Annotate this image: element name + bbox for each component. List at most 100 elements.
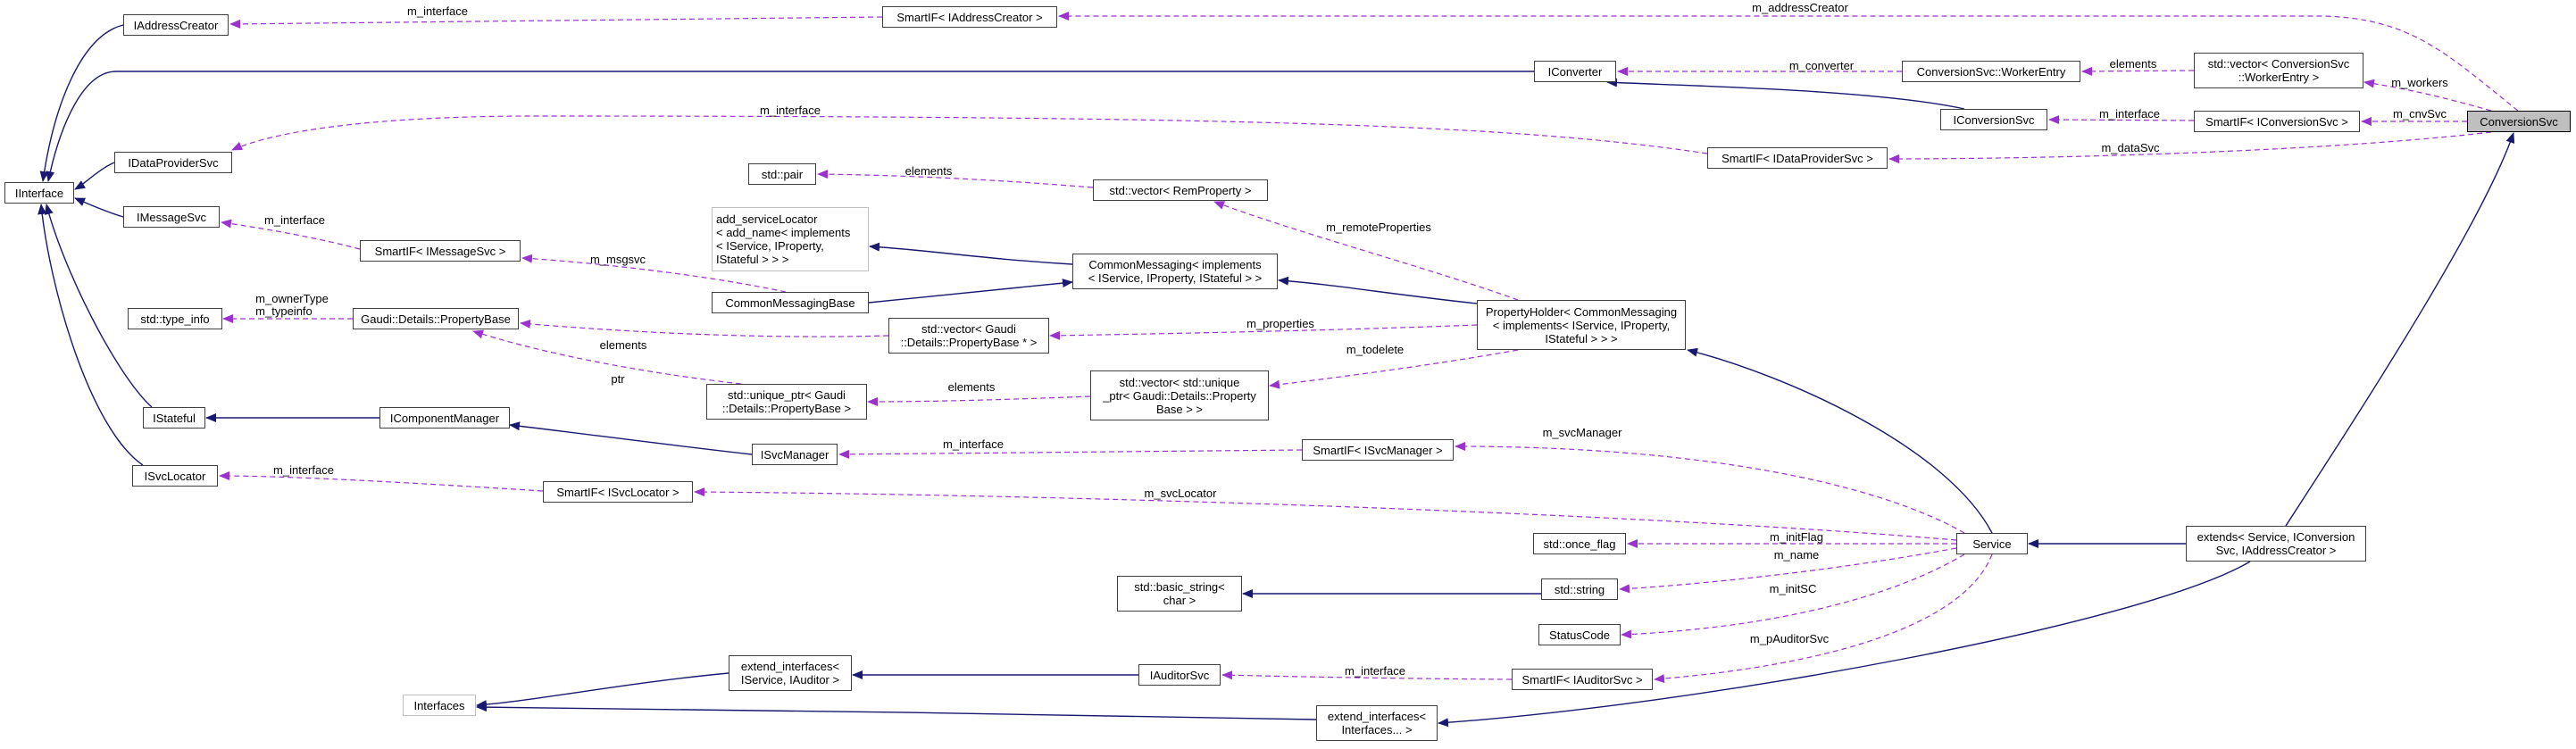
node-extends[interactable]: extends< Service, IConversion Svc, IAddr… [2186,526,2366,562]
use-m-todelete [1269,349,1519,389]
use-iconversionsvc-interface [2048,115,2195,125]
edge-label-m-msgsvc: m_msgsvc [589,253,646,266]
edge-label-m-todelete: m_todelete [1346,343,1405,356]
node-icomponentmanager[interactable]: IComponentManager [379,407,510,429]
node-vector-propertybase-ptr[interactable]: std::vector< Gaudi ::Details::PropertyBa… [888,318,1049,354]
use-m-remoteproperties [1213,201,1519,301]
edge-label-m-properties: m_properties [1246,317,1314,330]
edge-label-isvcmanager-interface: m_interface [943,437,1004,451]
node-std-once-flag[interactable]: std::once_flag [1533,533,1626,554]
edge-label-m-cnvsvc: m_cnvSvc [2393,107,2447,121]
inherit-isvcmanager-icomponentmanager [509,421,753,455]
node-isvclocator[interactable]: ISvcLocator [132,465,218,487]
edge-label-m-ownertype: m_ownerType m_typeinfo [255,292,329,318]
edge-label-iconversionsvc-interface: m_interface [2099,107,2160,121]
inherit-service-propertyholder [1687,347,1993,534]
node-conversionsvc[interactable]: ConversionSvc [2467,111,2571,132]
use-propertybase-elements [520,319,889,337]
node-std-basic-string[interactable]: std::basic_string< char > [1117,576,1242,612]
use-m-addresscreator [1058,12,2519,112]
node-iconversionsvc[interactable]: IConversionSvc [1940,109,2047,130]
edge-label-m-workers: m_workers [2391,76,2448,89]
edge-label-isvclocator-interface: m_interface [273,463,334,477]
node-std-pair[interactable]: std::pair [748,163,816,185]
edge-label-propertybase-elements: elements [599,338,647,352]
node-isvcmanager[interactable]: ISvcManager [752,444,838,465]
edge-label-m-name: m_name [1773,548,1820,562]
use-m-svcmanager [1455,442,1965,534]
edge-label-iaddresscreator-interface: m_interface [407,4,468,18]
node-istateful[interactable]: IStateful [143,407,205,429]
use-m-datasvc [1888,131,2492,163]
inherit-isvclocator-iinterface [38,204,144,466]
node-vector-workerentry[interactable]: std::vector< ConversionSvc ::WorkerEntry… [2194,53,2363,88]
use-smartif-iaddresscreator [229,16,883,29]
edge-label-m-datasvc: m_dataSvc [2101,141,2160,154]
node-smartif-isvcmanager[interactable]: SmartIF< ISvcManager > [1302,439,1454,461]
edge-label-workerentry-elements: elements [2109,57,2157,71]
use-m-name [1619,547,1957,594]
edge-label-m-addresscreator: m_addressCreator [1752,1,1848,14]
edge-label-pair-elements: elements [905,164,953,178]
node-std-string[interactable]: std::string [1541,578,1618,600]
node-smartif-iauditorsvc[interactable]: SmartIF< IAuditorSvc > [1512,669,1653,690]
inherit-extendinterfacesT-interfaces [476,703,1317,720]
node-commonmessagingbase[interactable]: CommonMessagingBase [712,292,869,313]
edge-label-m-initsc: m_initSC [1769,582,1817,595]
node-add-servicelocator[interactable]: add_serviceLocator < add_name< implement… [712,207,869,271]
node-service[interactable]: Service [1956,533,2028,554]
node-iauditorsvc[interactable]: IAuditorSvc [1138,664,1221,686]
edge-label-m-initflag: m_initFlag [1770,530,1823,544]
use-idataprovidersvc-interface [231,115,1708,154]
use-m-initsc [1621,553,1965,639]
inherit-imessagesvc-iinterface [74,197,124,218]
node-smartif-isvclocator[interactable]: SmartIF< ISvcLocator > [543,481,693,503]
node-smartif-imessagesvc[interactable]: SmartIF< IMessageSvc > [360,240,521,262]
edge-label-m-converter: m_converter [1788,59,1855,72]
node-propertyholder[interactable]: PropertyHolder< CommonMessaging < implem… [1477,300,1686,350]
inherit-extends-conversionsvc [2285,132,2515,527]
node-std-type-info[interactable]: std::type_info [128,308,222,329]
use-unique-ptr-elements [867,395,1091,406]
inherit-extends-extendinterfacesT [1438,561,2251,728]
edge-label-ptr: ptr [611,372,625,386]
inherit-iaddresscreator-iinterface [39,24,124,182]
use-m-properties [1049,324,1478,340]
node-iaddresscreator[interactable]: IAddressCreator [123,14,229,36]
node-workerentry[interactable]: ConversionSvc::WorkerEntry [1902,61,2080,82]
use-imessagesvc-interface [221,219,361,250]
edge-label-unique-ptr-elements: elements [947,380,996,394]
use-pair-elements [817,170,1094,188]
edge-label-m-remoteproperties: m_remoteProperties [1326,221,1431,234]
edge-label-m-pauditorsvc: m_pAuditorSvc [1749,632,1830,645]
node-unique-ptr-propertybase[interactable]: std::unique_ptr< Gaudi ::Details::Proper… [706,384,867,420]
node-imessagesvc[interactable]: IMessageSvc [123,206,220,228]
node-vector-remproperty[interactable]: std::vector< RemProperty > [1093,179,1268,201]
edge-label-m-svcmanager: m_svcManager [1542,426,1622,439]
node-smartif-iconversionsvc[interactable]: SmartIF< IConversionSvc > [2194,111,2360,132]
use-m-pauditorsvc [1654,553,1993,684]
node-extend-interfaces-iservice[interactable]: extend_interfaces< IService, IAuditor > [729,655,852,691]
inherit-commonmessagingbase-commonmessaging [868,279,1073,304]
node-smartif-idataprovidersvc[interactable]: SmartIF< IDataProviderSvc > [1707,147,1888,169]
node-commonmessaging-implements[interactable]: CommonMessaging< implements < IService, … [1072,254,1278,289]
node-interfaces[interactable]: Interfaces [403,695,476,716]
node-iconverter[interactable]: IConverter [1534,61,1616,82]
edge-label-auditorsvc-interface: m_interface [1345,664,1405,678]
use-m-msgsvc [521,254,787,293]
node-vector-unique-ptr[interactable]: std::vector< std::unique _ptr< Gaudi::De… [1090,370,1269,420]
node-propertybase[interactable]: Gaudi::Details::PropertyBase [353,308,519,329]
node-extend-interfaces-interfaces[interactable]: extend_interfaces< Interfaces... > [1316,705,1438,741]
node-statuscode[interactable]: StatusCode [1538,624,1621,645]
node-iinterface[interactable]: IInterface [4,182,74,204]
inherit-commonmessaging-addsl [869,242,1073,265]
use-m-workers [2363,79,2492,112]
inherit-iconverter-iinterface [46,71,1534,182]
node-idataprovidersvc[interactable]: IDataProviderSvc [114,152,232,173]
use-m-svclocator [694,487,1957,541]
inherit-idataprovidersvc-iinterface [74,162,115,190]
node-smartif-iaddresscreator[interactable]: SmartIF< IAddressCreator > [882,6,1057,28]
inherit-extendinterfaces-interfaces [476,672,729,710]
use-ptr [472,329,742,385]
